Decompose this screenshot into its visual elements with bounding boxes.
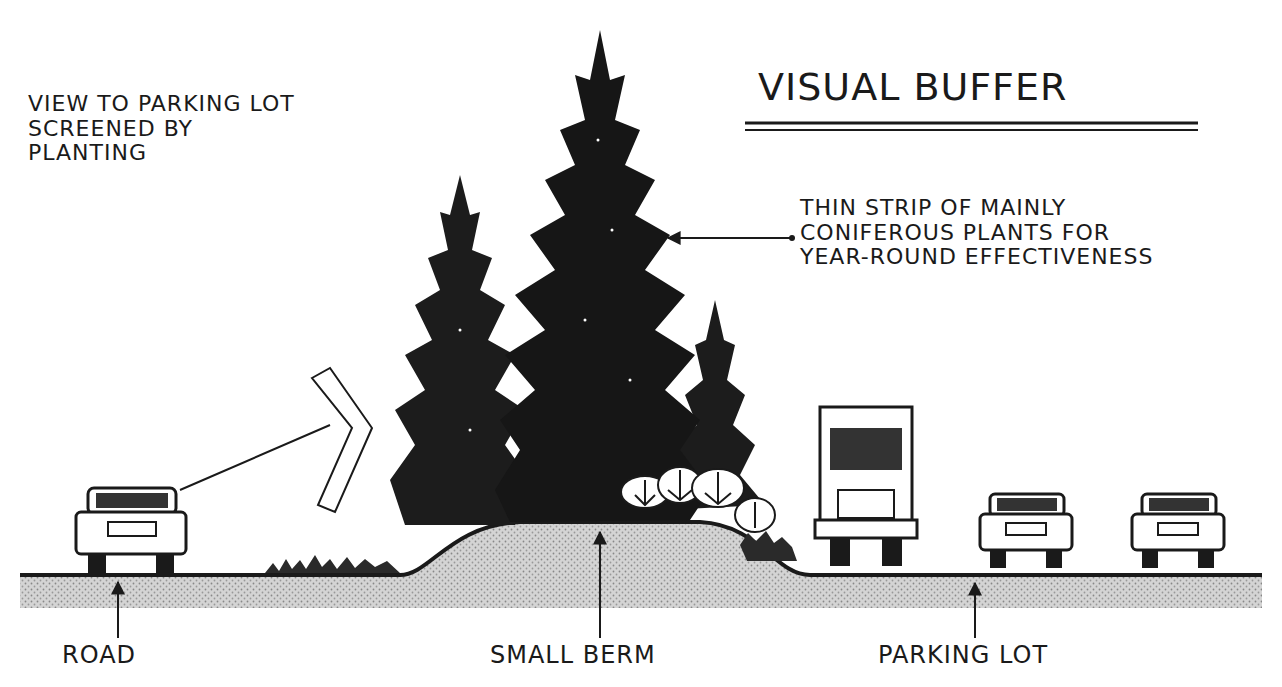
truck [815, 407, 917, 566]
car-wheel [990, 550, 1006, 568]
car-roof [88, 488, 176, 514]
foliage-highlight [459, 139, 632, 432]
foliage-highlight [597, 139, 600, 142]
diagram-title: VISUAL BUFFER [758, 66, 1228, 109]
truck-bumper [815, 520, 917, 538]
leader-arrow [974, 583, 976, 638]
car-wheel [1198, 550, 1214, 568]
car [1132, 494, 1224, 568]
title-underline [745, 129, 1198, 131]
screen-symbol [312, 368, 372, 512]
ground-cover [740, 531, 797, 561]
shrub-branch [635, 470, 755, 528]
truck-cab [820, 407, 912, 537]
car [76, 488, 186, 574]
part-label: SMALL BERM [490, 642, 750, 669]
conifer-tree [495, 30, 710, 522]
callout-note: VIEW TO PARKING LOT SCREENED BY PLANTING [28, 92, 298, 166]
foliage-highlight [469, 429, 472, 432]
car-window [997, 498, 1057, 511]
truck-wheel [882, 538, 902, 566]
ground-section [20, 522, 1262, 608]
car-wheel [88, 554, 106, 574]
foliage-highlight [611, 229, 614, 232]
car-window [96, 493, 168, 508]
foliage-highlight [584, 319, 587, 322]
shrub [621, 467, 775, 532]
car-window [1149, 498, 1209, 511]
car-wheel [1046, 550, 1062, 568]
leader-arrow [599, 532, 601, 638]
sight-line [180, 425, 330, 490]
car [980, 494, 1072, 568]
ground-cover [265, 555, 400, 573]
car-wheel [156, 554, 174, 574]
car-body [76, 512, 186, 554]
car-body [980, 514, 1072, 550]
car-grille [1158, 523, 1198, 535]
truck-window [830, 428, 902, 470]
car-grille [1006, 523, 1046, 535]
car-body [1132, 514, 1224, 550]
leader-arrow [668, 237, 792, 239]
title-underline [745, 122, 1198, 125]
part-label: PARKING LOT [878, 642, 1138, 669]
car-grille [108, 522, 156, 536]
callout-note: THIN STRIP OF MAINLY CONIFEROUS PLANTS F… [800, 196, 1160, 270]
car-wheel [1142, 550, 1158, 568]
ground-line [20, 522, 1262, 575]
truck-wheel [830, 538, 850, 566]
foliage-highlight [459, 329, 462, 332]
foliage-highlight [629, 379, 632, 382]
leader-dot [789, 235, 795, 241]
leader-arrow [117, 582, 119, 638]
truck-grille [838, 490, 894, 518]
part-label: ROAD [62, 642, 222, 669]
